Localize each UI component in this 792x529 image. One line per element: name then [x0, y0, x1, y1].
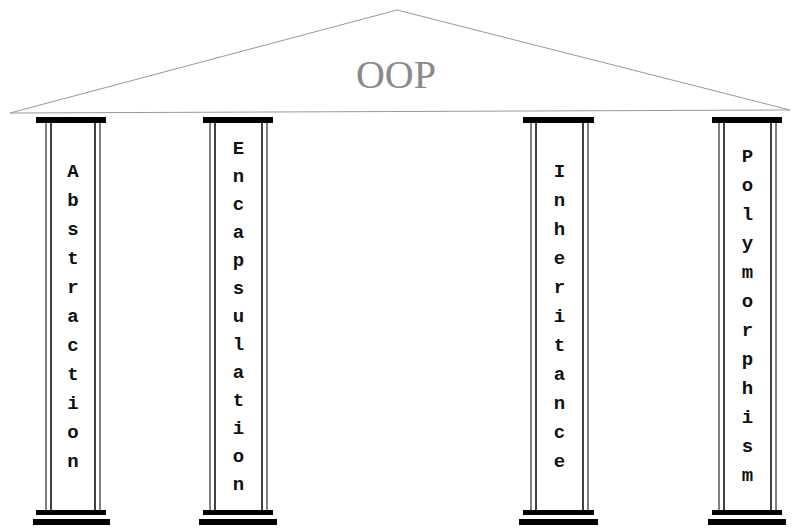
pillar-node: Polymorphism — [726, 126, 769, 508]
pillar-cap — [712, 117, 782, 123]
pillar-line — [50, 123, 52, 510]
roof-node: OOP — [290, 48, 502, 102]
pillar-base — [33, 519, 110, 525]
roof-title: OOP — [356, 55, 436, 95]
pillar-cap — [36, 117, 106, 123]
pillar-node: Inheritance — [538, 126, 581, 508]
pillar-base — [36, 510, 106, 515]
pillar-line — [770, 123, 772, 510]
pillar-line — [94, 123, 96, 510]
pillar-base — [199, 519, 277, 525]
pillar-line — [776, 123, 777, 510]
pillar-line — [582, 123, 584, 510]
pillar-base — [519, 519, 598, 525]
pillar-encapsulation — [199, 117, 277, 525]
pillar-cap — [523, 117, 594, 123]
pillar-inheritance — [519, 117, 598, 525]
pillar-line — [588, 123, 589, 510]
pillar-line — [723, 123, 725, 510]
pillar-base — [203, 510, 273, 515]
pillar-line — [719, 123, 720, 510]
pillar-node: Encapsulation — [217, 126, 260, 508]
roof-outline — [10, 10, 790, 113]
pillar-abstraction — [33, 117, 110, 525]
pillar-line — [210, 123, 211, 510]
pillar-line — [535, 123, 537, 510]
pillar-polymorphism — [708, 117, 786, 525]
pillar-base — [712, 510, 782, 515]
pillar-label: Abstraction — [67, 158, 78, 477]
pillar-label: Polymorphism — [742, 143, 753, 491]
pillar-base — [708, 519, 786, 525]
pillar-line — [100, 123, 101, 510]
pillar-line — [261, 123, 263, 510]
pillar-label: Encapsulation — [233, 135, 244, 499]
pillar-node: Abstraction — [53, 126, 93, 508]
pillar-base — [523, 510, 594, 515]
pillar-cap — [203, 117, 273, 123]
pillar-line — [531, 123, 532, 510]
pillar-label: Inheritance — [554, 158, 565, 477]
pillar-line — [214, 123, 216, 510]
pillar-line — [267, 123, 268, 510]
pillar-line — [46, 123, 47, 510]
